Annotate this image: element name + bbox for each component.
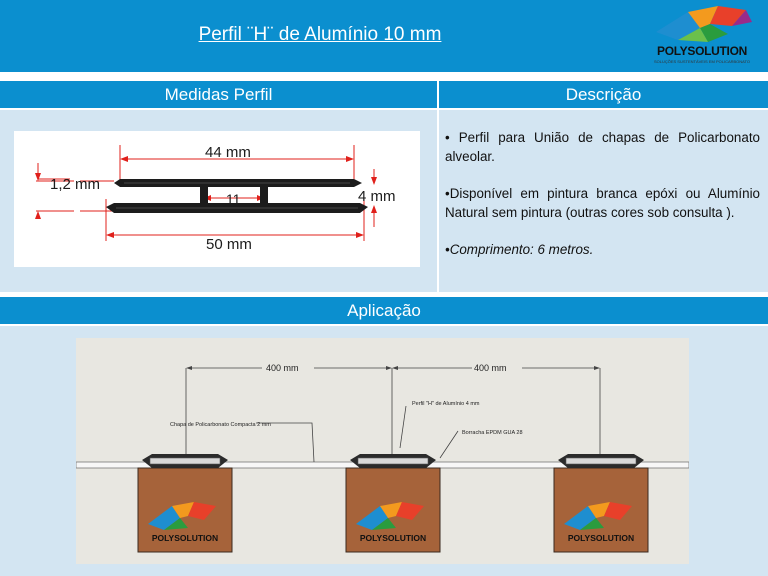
dim-11-label: 11 [226, 191, 241, 207]
dim-44mm-label: 44 mm [205, 144, 251, 161]
logo-tagline: SOLUÇÕES SUSTENTÁVEIS EM POLICARBONATO [653, 59, 751, 64]
rubber-label: Borracha EPDM GUA 28 [462, 430, 523, 436]
support-post: POLYSOLUTION [137, 454, 233, 553]
spacing-right-label: 400 mm [474, 363, 507, 373]
description-text: • Perfil para União de chapas de Policar… [445, 128, 760, 277]
description-item: •Disponível em pintura branca epóxi ou A… [445, 186, 760, 220]
spacing-left-label: 400 mm [266, 363, 299, 373]
support-post: POLYSOLUTION [345, 454, 441, 553]
description-item: •Comprimento: 6 metros. [445, 242, 594, 257]
post-brand-label: POLYSOLUTION [152, 533, 218, 543]
dim-thickness-label: 1,2 mm [50, 176, 100, 193]
application-header: Aplicação [0, 297, 768, 324]
logo-wordmark: POLYSOLUTION [657, 44, 747, 58]
polysolution-logo: POLYSOLUTION SOLUÇÕES SUSTENTÁVEIS EM PO… [648, 2, 756, 72]
profile-dimension-svg: 44 mm 11 50 mm 1,2 mm 4 mm [35, 144, 396, 253]
application-illustration: 400 mm 400 mm Perfil "H" de Alumínio 4 m… [75, 338, 690, 564]
post-brand-label: POLYSOLUTION [568, 533, 634, 543]
logo-mark-icon [656, 6, 752, 42]
dim-height-label: 4 mm [358, 188, 396, 205]
measures-header: Medidas Perfil [0, 81, 437, 108]
profile-drawing: 44 mm 11 50 mm 1,2 mm 4 mm [14, 131, 420, 267]
page-title: Perfil ¨H¨ de Alumínio 10 mm [198, 24, 442, 45]
application-svg: 400 mm 400 mm Perfil "H" de Alumínio 4 m… [75, 363, 690, 553]
sheet-label: Chapa de Policarbonato Compacta 2 mm [170, 422, 271, 428]
profile-label: Perfil "H" de Alumínio 4 mm [412, 401, 480, 407]
post-brand-label: POLYSOLUTION [360, 533, 426, 543]
description-panel [439, 110, 768, 292]
description-item: • Perfil para União de chapas de Policar… [445, 130, 760, 164]
dim-50mm-label: 50 mm [206, 236, 252, 253]
support-post: POLYSOLUTION [553, 454, 649, 553]
header-banner: Perfil ¨H¨ de Alumínio 10 mm POLYSOLUTIO… [0, 0, 768, 72]
description-header: Descrição [439, 81, 768, 108]
